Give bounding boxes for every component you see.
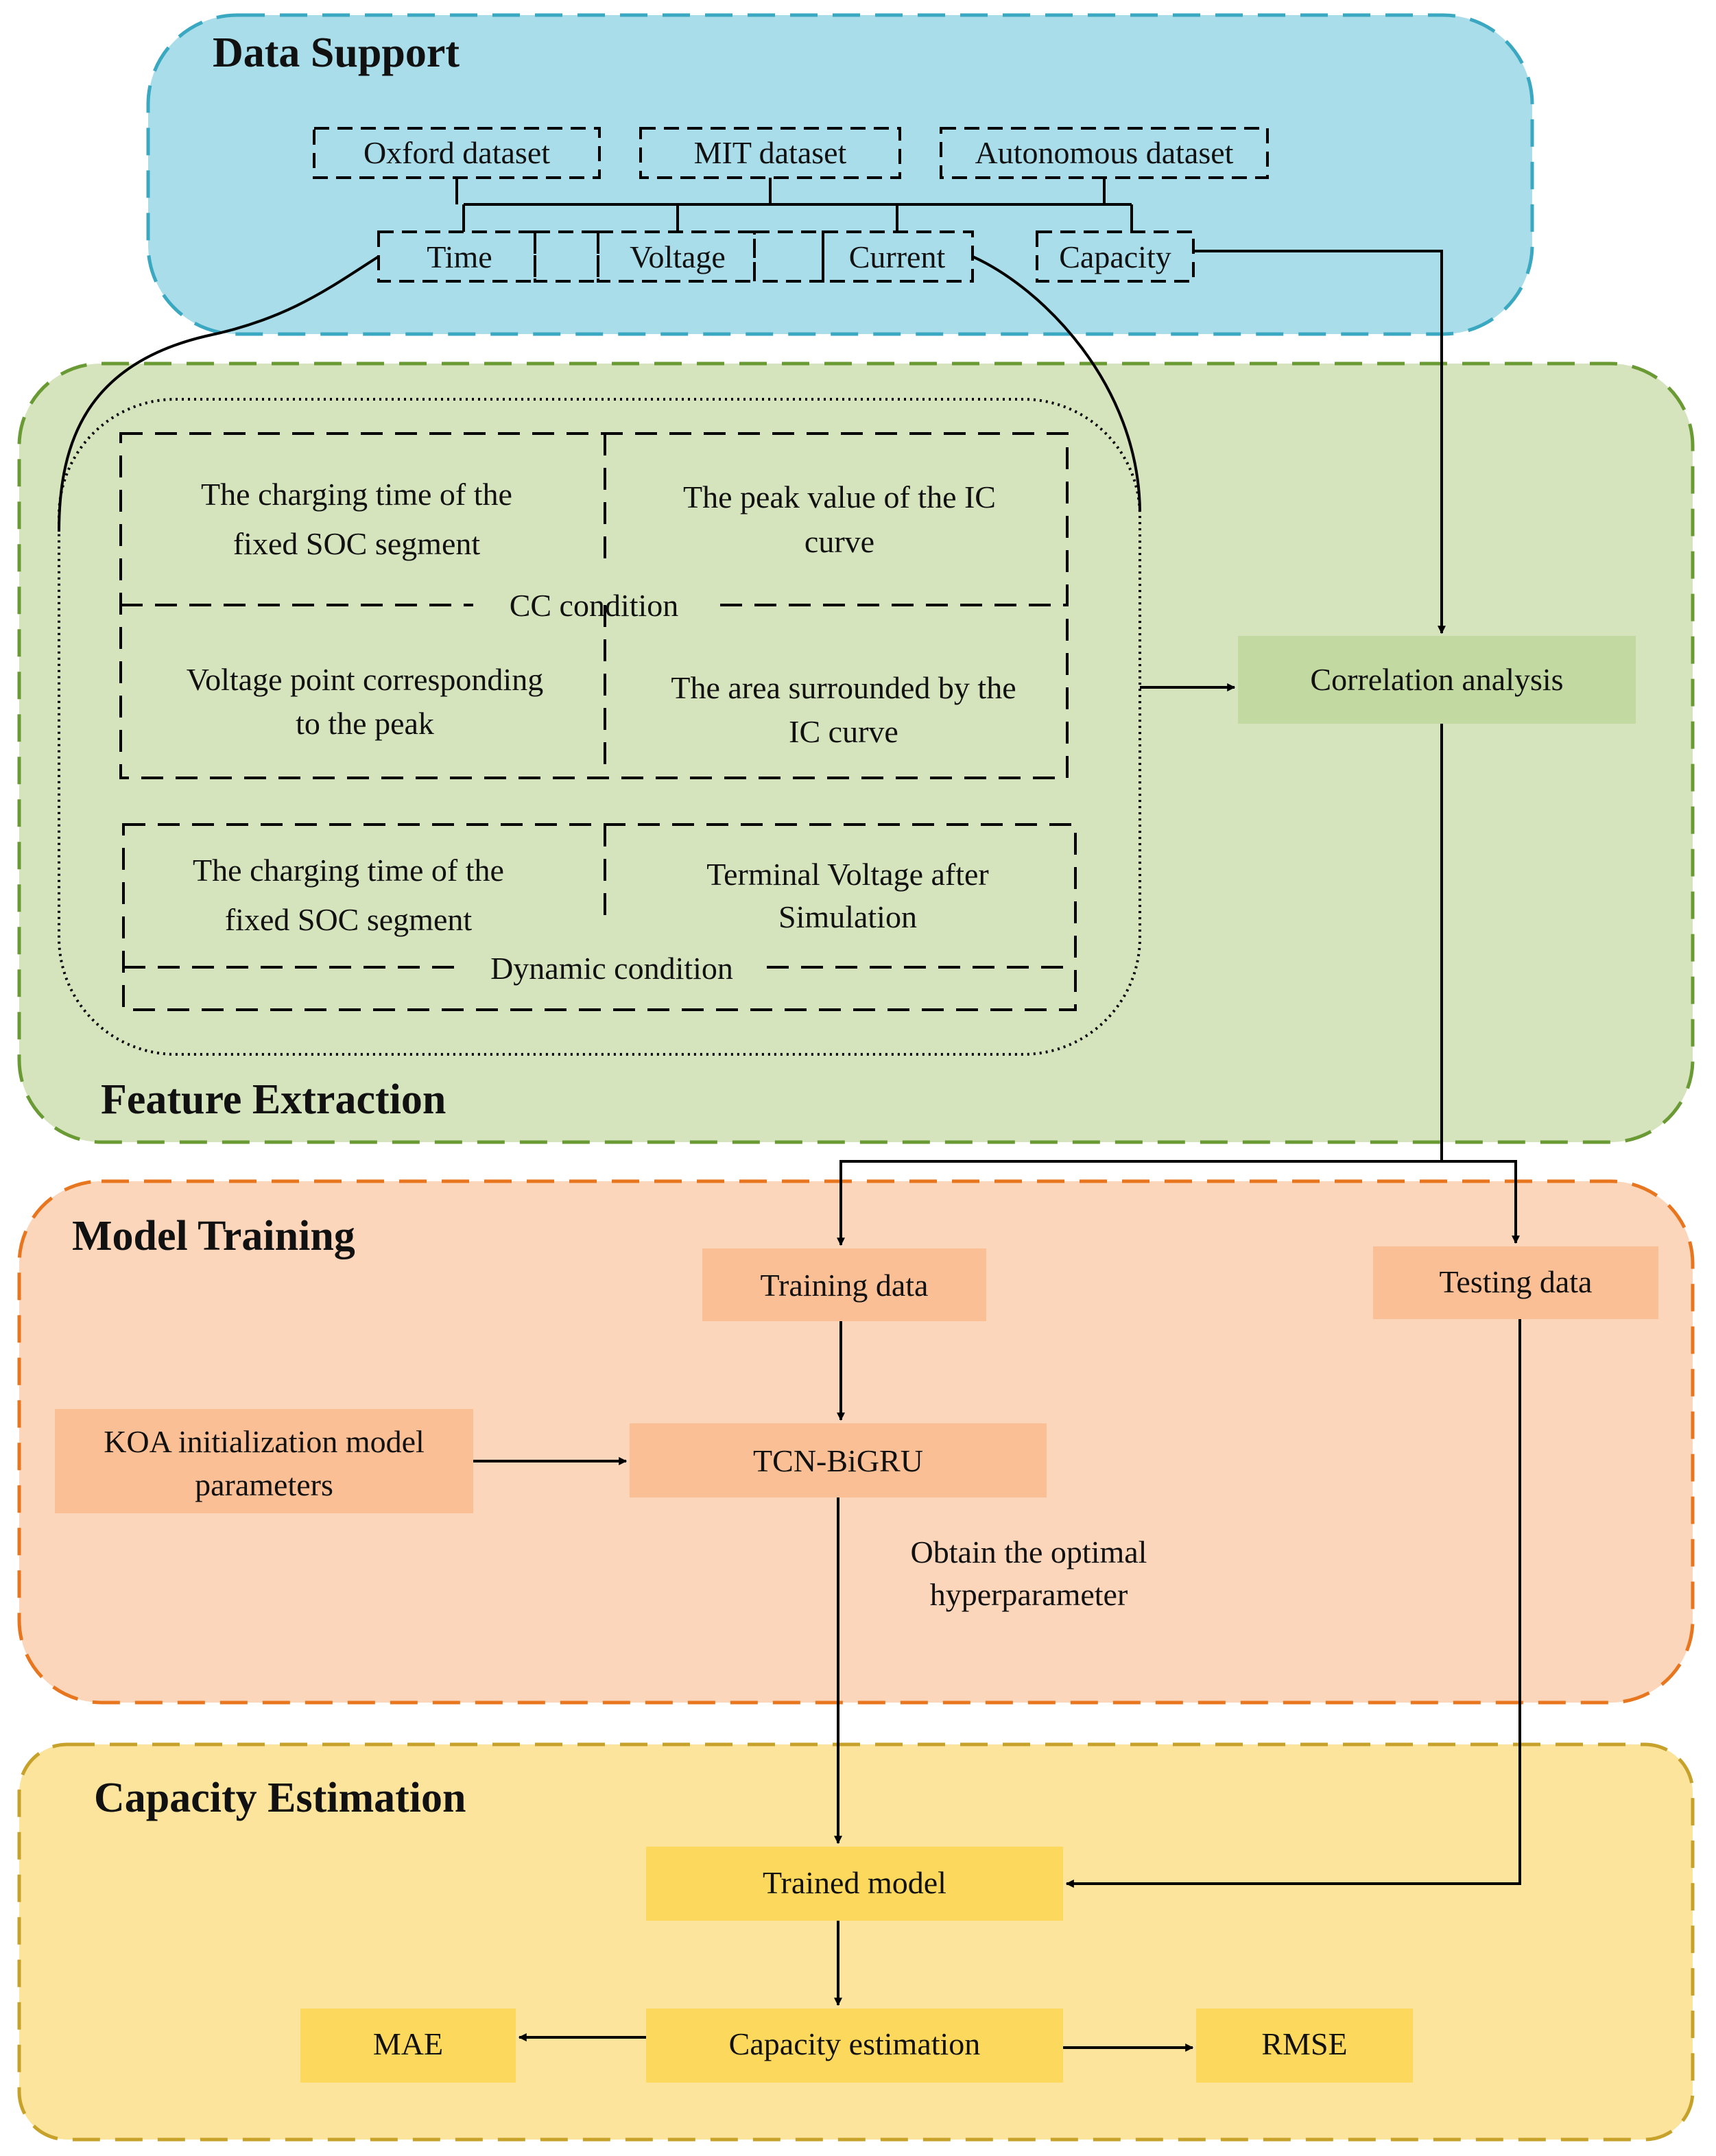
cc-vpeak-label-2: to the peak: [296, 706, 434, 741]
dynamic-tv-label-1: Terminal Voltage after: [706, 857, 988, 892]
signal-box-capacity: [1036, 230, 1195, 283]
trained-model-box: [646, 1847, 1063, 1921]
dynamic-tv-label-2: Simulation: [778, 899, 917, 934]
time-to-features-curve: [58, 255, 380, 532]
dynamic-time-label-1: The charging time of the: [193, 853, 504, 888]
correlation-analysis-label: Correlation analysis: [1310, 662, 1563, 697]
optimal-hyperparameter-label-2: hyperparameter: [930, 1577, 1128, 1612]
koa-init-box: [55, 1409, 473, 1513]
feature-extraction-title: Feature Extraction: [101, 1076, 446, 1123]
arrow-to-training-data: [837, 1160, 1442, 1246]
current-to-features-curve: [972, 255, 1141, 512]
testing-data-label: Testing data: [1440, 1264, 1593, 1299]
signal-capacity-label: Capacity: [1059, 239, 1171, 274]
tcn-bigru-box: [630, 1423, 1047, 1497]
dataset-oxford-label: Oxford dataset: [364, 135, 550, 170]
mae-box: [300, 2009, 516, 2083]
feature-group-outline: [58, 398, 1141, 1056]
training-data-box: [702, 1248, 986, 1321]
data-support-title: Data Support: [213, 29, 460, 76]
signal-voltage-label: Voltage: [630, 239, 726, 274]
rmse-label: RMSE: [1261, 2026, 1347, 2061]
cc-peak-label-2: curve: [805, 524, 874, 559]
koa-init-label-2: parameters: [195, 1467, 333, 1502]
dataset-autonomous-label: Autonomous dataset: [975, 135, 1234, 170]
tcn-bigru-label: TCN-BiGRU: [753, 1443, 923, 1478]
cc-area-label-2: IC curve: [789, 714, 898, 749]
dataset-box-mit: [639, 127, 901, 179]
capacity-estimation-title: Capacity Estimation: [94, 1775, 466, 1821]
koa-init-label-1: KOA initialization model: [104, 1424, 425, 1459]
signal-time-label: Time: [427, 239, 492, 274]
arrow-testing-to-trained-model: [1065, 1319, 1521, 1888]
model-training-title: Model Training: [72, 1213, 355, 1259]
feature-extraction-panel: [17, 362, 1695, 1144]
arrow-to-testing-data: [1442, 1160, 1520, 1244]
rmse-box: [1196, 2009, 1413, 2083]
dataset-signal-connectors: [455, 178, 1133, 232]
dataset-mit-label: MIT dataset: [694, 135, 847, 170]
cc-time-label-1: The charging time of the: [201, 477, 512, 512]
signal-current-label: Current: [849, 239, 946, 274]
capacity-estimation-label: Capacity estimation: [729, 2026, 981, 2061]
training-data-label: Training data: [761, 1268, 929, 1303]
cc-condition-label: CC condition: [510, 588, 679, 623]
cc-peak-label-1: The peak value of the IC: [683, 479, 996, 514]
mae-label: MAE: [373, 2026, 443, 2061]
testing-data-box: [1373, 1246, 1658, 1319]
cc-vpeak-label-1: Voltage point corresponding: [187, 662, 543, 697]
cc-area-label-1: The area surrounded by the: [671, 670, 1016, 705]
dynamic-time-label-2: fixed SOC segment: [225, 902, 473, 937]
signal-box-spacer-1: [534, 230, 599, 283]
trained-model-label: Trained model: [763, 1865, 946, 1900]
dynamic-condition-block: [122, 823, 1077, 1011]
correlation-analysis-box: [1238, 636, 1636, 724]
optimal-hyperparameter-label-1: Obtain the optimal: [911, 1535, 1147, 1569]
capacity-estimation-box: [646, 2009, 1063, 2083]
cc-time-label-2: fixed SOC segment: [233, 526, 481, 561]
arrow-capacity-to-correlation: [1193, 250, 1446, 635]
data-support-panel: [146, 13, 1534, 336]
dynamic-condition-label: Dynamic condition: [490, 951, 733, 986]
